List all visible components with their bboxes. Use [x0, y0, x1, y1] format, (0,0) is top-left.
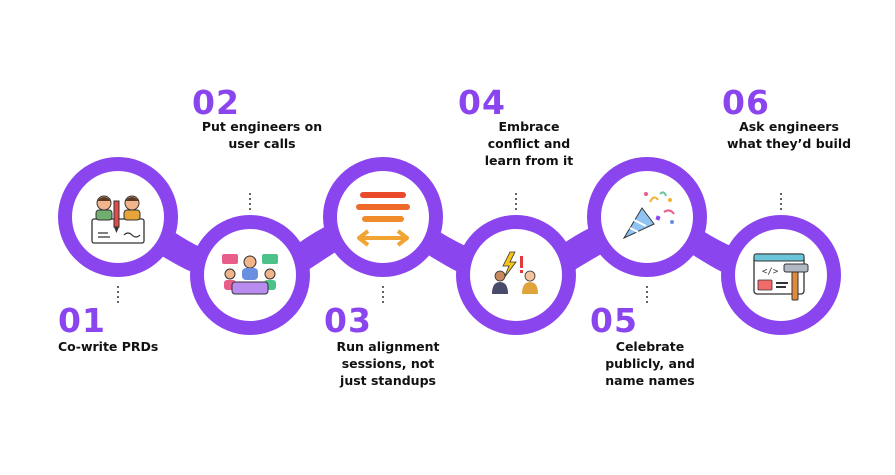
step-number-03: 03 [324, 301, 372, 340]
step-connector-dots-03 [381, 286, 385, 306]
step-text-05: Celebrate publicly, and name names [605, 339, 695, 388]
alignment-lines-icon [356, 192, 410, 247]
step-text-01: Co-write PRDs [58, 339, 159, 354]
svg-text:</>: </> [762, 267, 779, 277]
step-number-01: 01 [58, 301, 106, 340]
party-popper-icon [622, 191, 675, 240]
step-text-06: Ask engineers what they’d build [726, 119, 852, 151]
step-number-05: 05 [590, 301, 638, 340]
step-text-02: Put engineers on user calls [201, 119, 323, 151]
step-connector-dots-02 [248, 193, 252, 213]
step-text-04: Embrace conflict and learn from it [484, 119, 574, 168]
step-text-03: Run alignment sessions, not just standup… [336, 339, 440, 388]
step-connector-dots-06 [779, 193, 783, 213]
collaboration-writing-icon [91, 195, 145, 244]
step-circle-4 [456, 215, 576, 335]
step-number-02: 02 [192, 83, 240, 122]
build-tools-icon: </> [753, 253, 809, 301]
step-connector-dots-04 [514, 193, 518, 213]
step-connector-dots-01 [116, 286, 120, 306]
step-connector-dots-05 [645, 286, 649, 306]
conflict-people-icon [492, 251, 538, 294]
step-number-06: 06 [722, 83, 770, 122]
team-meeting-icon [222, 254, 278, 295]
step-number-04: 04 [458, 83, 506, 122]
